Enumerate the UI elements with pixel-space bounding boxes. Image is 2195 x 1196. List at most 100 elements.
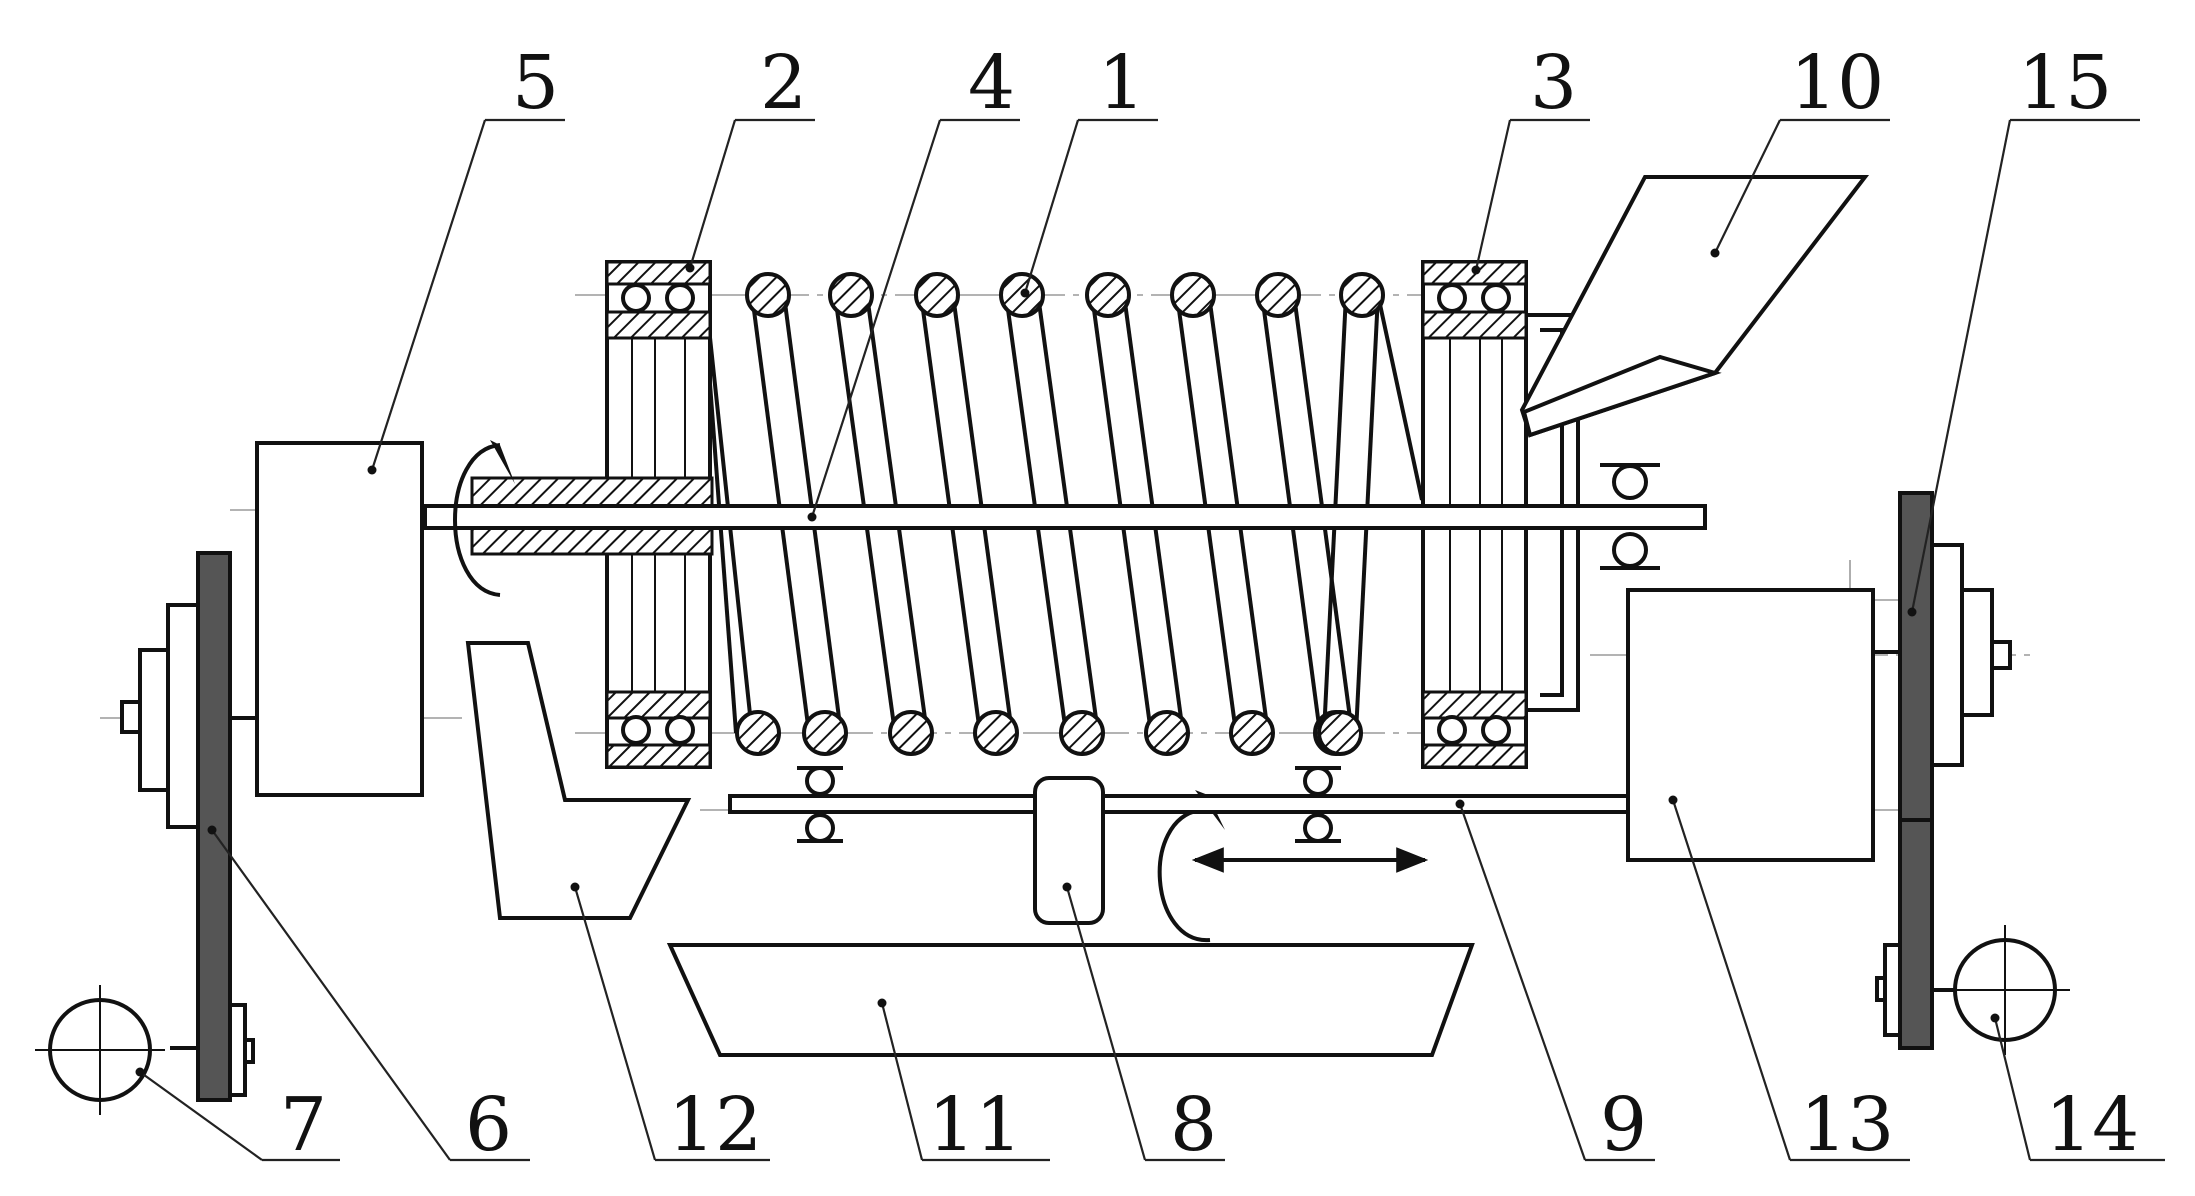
motor-block-5 [255, 441, 424, 797]
left-bearing-ball [665, 283, 695, 313]
coil-wire-edge [1376, 294, 1424, 501]
callout-dot-10 [1710, 248, 1720, 258]
coil-section-top [1339, 272, 1385, 318]
coil-section-top [1170, 272, 1216, 318]
right-lower-nut [1875, 976, 1887, 1002]
tray-11 [666, 943, 1475, 1057]
callout-dot-4 [807, 512, 817, 522]
left-pulley-outer [138, 648, 170, 792]
callout-dot-12 [570, 882, 580, 892]
left-bearing-ball [621, 715, 651, 745]
callout-label-10: 10 [1790, 40, 1884, 126]
rod-bearing-ball [805, 813, 835, 843]
callout-label-1: 1 [1098, 40, 1145, 126]
right-belt-drive [1875, 491, 2070, 1055]
belt-15-upper [1898, 491, 1934, 822]
rod-9-bar [728, 794, 1732, 814]
left-frame-bottom-hatch-2 [605, 690, 712, 720]
left-hub-top-hatch [470, 476, 714, 508]
coil-section-bottom [802, 710, 848, 756]
right-bearing-ball [1437, 715, 1467, 745]
callout-label-12: 12 [668, 1082, 762, 1168]
callout-leader-7 [139, 1071, 263, 1161]
right-bearing-ball [1481, 283, 1511, 313]
motor-13 [1626, 588, 1900, 862]
left-hub-bottom-hatch [470, 526, 714, 556]
callout-leader-6 [211, 829, 451, 1161]
callout-leader-2 [688, 119, 737, 269]
callout-label-2: 2 [760, 40, 807, 126]
callout-leader-4 [810, 119, 942, 518]
callout-label-4: 4 [968, 40, 1015, 126]
right-bearing-ball [1481, 715, 1511, 745]
right-bearing-ball [1437, 283, 1467, 313]
callout-dot-2 [685, 263, 695, 273]
coil-section-top [914, 272, 960, 318]
callout-leader-12 [573, 886, 657, 1161]
callout-leader-14 [1993, 1017, 2032, 1161]
callout-leader-15 [1910, 119, 2012, 613]
coil-section-bottom [735, 710, 781, 756]
callout-dot-14 [1990, 1013, 2000, 1023]
hopper-10-spout [1521, 354, 1722, 438]
tray-11-outline [666, 943, 1475, 1057]
left-bearing-ball [621, 283, 651, 313]
callout-leader-3 [1474, 119, 1512, 271]
callout-label-3: 3 [1530, 40, 1577, 126]
rod-9 [728, 766, 1732, 843]
callout-label-5: 5 [512, 40, 559, 126]
callout-leader-1 [1023, 119, 1080, 294]
callout-leader-13 [1671, 799, 1792, 1161]
rotation-arrow-rod [1157, 808, 1211, 943]
rod-bearing-ball [1303, 766, 1333, 796]
callout-leader-8 [1065, 886, 1147, 1161]
guide-12-outline [465, 641, 692, 920]
belt-6 [196, 551, 232, 1102]
left-belt-drive [35, 551, 257, 1115]
rotation-arrowhead-left [490, 440, 515, 484]
lower-pulley-plate [228, 1003, 247, 1097]
coil-section-bottom [1059, 710, 1105, 756]
callout-label-8: 8 [1170, 1082, 1217, 1168]
left-pulley-nut [120, 700, 142, 734]
right-frame-bottom-hatch-2 [1421, 690, 1528, 720]
coil-section-bottom [1229, 710, 1275, 756]
coil-section-bottom [1144, 710, 1190, 756]
right-lower-plate [1883, 943, 1902, 1037]
callout-leader-9 [1458, 803, 1587, 1161]
left-hub [470, 476, 714, 556]
lower-pulley-nut [243, 1038, 255, 1064]
callout-label-15: 15 [2018, 40, 2112, 126]
callout-label-9: 9 [1600, 1082, 1647, 1168]
coil-section-top [828, 272, 874, 318]
callout-dot-13 [1668, 795, 1678, 805]
support-bearing-ball [1612, 464, 1648, 500]
callout-dot-8 [1062, 882, 1072, 892]
right-pulley-hub [1930, 543, 1964, 767]
coil-section-top [1085, 272, 1131, 318]
callout-leader-11 [880, 1002, 924, 1161]
callout-label-14: 14 [2045, 1082, 2139, 1168]
coil-section-top [745, 272, 791, 318]
support-bearing-ball [1612, 532, 1648, 568]
left-frame-top-hatch-2 [605, 310, 712, 340]
guide-12 [465, 641, 692, 920]
slider-8-body [1033, 776, 1105, 925]
hopper-10 [1519, 175, 1870, 438]
callout-dot-11 [877, 998, 887, 1008]
right-frame-top-hatch-2 [1421, 310, 1528, 340]
right-pulley-outer [1960, 588, 1994, 717]
coil-section-bottom [888, 710, 934, 756]
motor-13-housing [1626, 588, 1875, 862]
callout-leader-10 [1714, 119, 1781, 254]
callout-label-7: 7 [280, 1082, 327, 1168]
main-shaft [423, 504, 1707, 530]
rod-bearing-ball [1303, 813, 1333, 843]
right-frame-bottom-hatch [1421, 743, 1528, 769]
callout-dot-6 [207, 825, 217, 835]
callout-dot-7 [135, 1067, 145, 1077]
callout-dot-9 [1455, 799, 1465, 809]
callout-dot-1 [1020, 288, 1030, 298]
callout-dot-3 [1471, 265, 1481, 275]
